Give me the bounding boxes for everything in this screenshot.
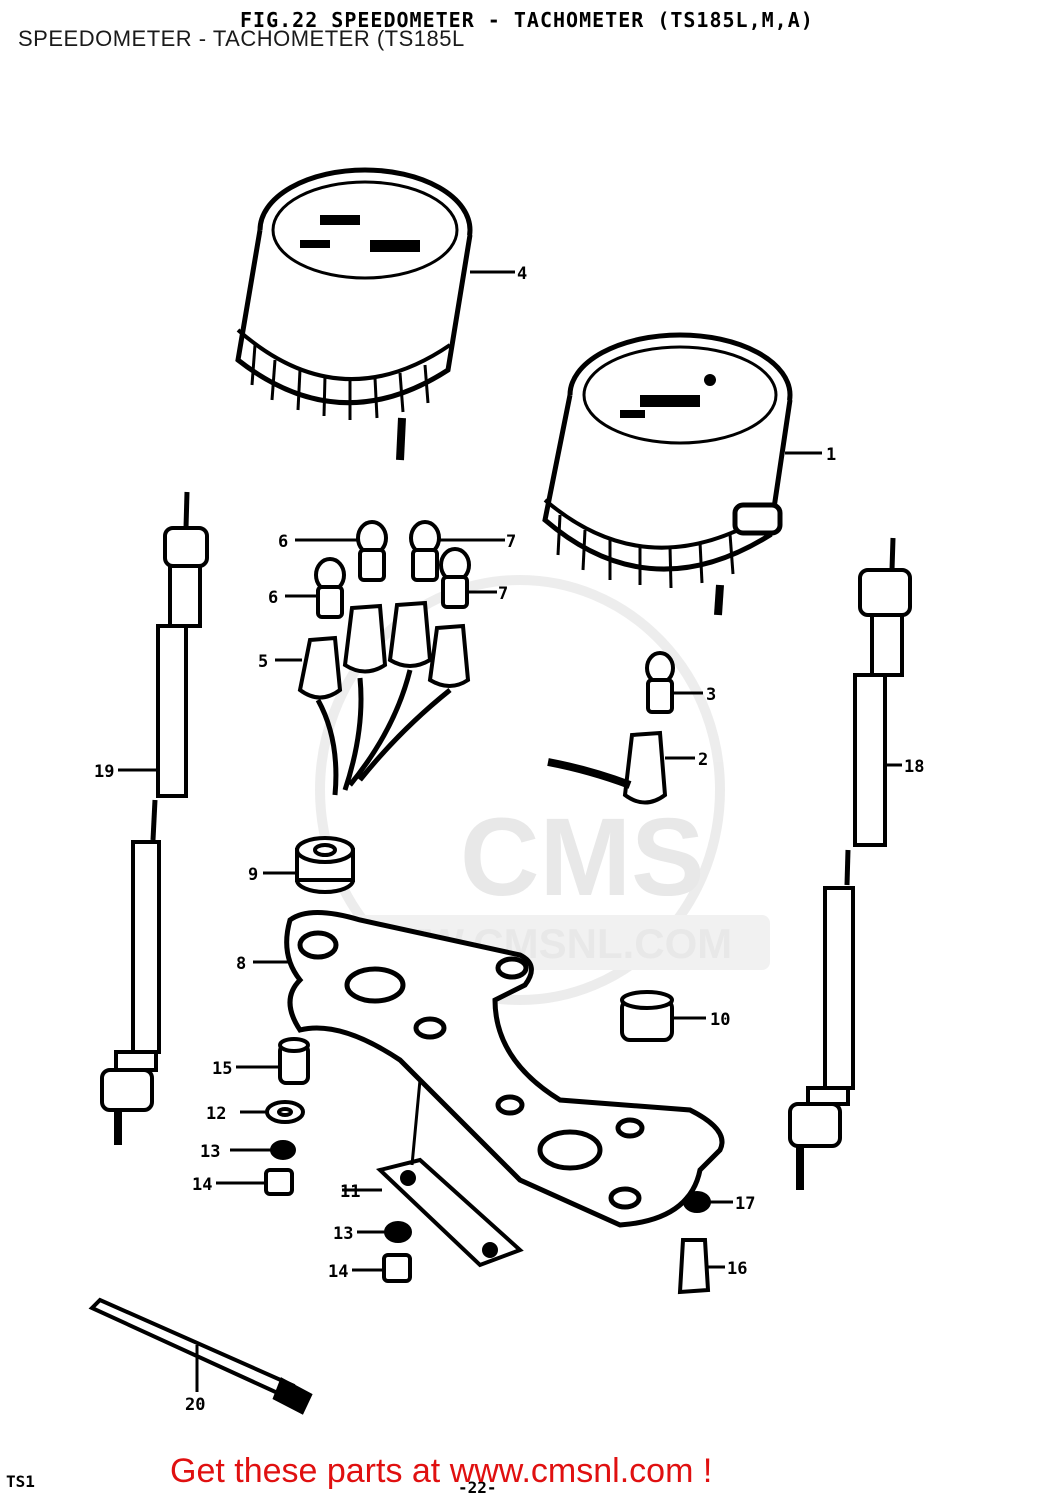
footer-code: TS1	[6, 1472, 35, 1491]
sockets-part-5	[297, 600, 471, 796]
callout-20: 20	[185, 1395, 205, 1415]
page-title: SPEEDOMETER - TACHOMETER (TS185L	[18, 26, 465, 51]
callout-14-left: 14	[192, 1175, 212, 1195]
bracket-part-8	[284, 910, 725, 1228]
callout-8: 8	[236, 954, 246, 974]
callout-3: 3	[706, 685, 716, 705]
callout-17: 17	[735, 1194, 755, 1214]
callout-13-lower: 13	[333, 1224, 353, 1244]
bulb-socket-parts-2-3	[547, 651, 675, 805]
callout-6-upper: 6	[278, 532, 288, 552]
grommet-part-9	[295, 836, 355, 894]
cable-part-19	[100, 491, 209, 1145]
callout-9: 9	[248, 865, 258, 885]
page-number: -22-	[458, 1478, 497, 1497]
watermark-brand: CMS	[460, 796, 704, 919]
callout-14-lower: 14	[328, 1262, 348, 1282]
bulbs-parts-6-7	[314, 520, 471, 619]
callout-7-lower: 7	[498, 584, 508, 604]
leader-lines	[118, 270, 902, 1392]
callout-19: 19	[94, 762, 114, 782]
callout-4: 4	[517, 264, 527, 284]
figure-title: FIG.22 SPEEDOMETER - TACHOMETER (TS185L,…	[240, 8, 814, 32]
callout-1: 1	[826, 445, 836, 465]
callout-15: 15	[212, 1059, 232, 1079]
strap-part-20	[88, 1297, 313, 1415]
callout-13-left: 13	[200, 1142, 220, 1162]
callout-16: 16	[727, 1259, 747, 1279]
callout-12: 12	[206, 1104, 226, 1124]
callout-11: 11	[340, 1182, 360, 1202]
cap-part-10	[620, 990, 674, 1042]
callout-labels: 4 1 3 2 6 7 6 7 5 9 8 10 15 12 13 14 11 …	[94, 264, 924, 1415]
cable-part-18	[788, 537, 912, 1190]
footer-cta-link[interactable]: Get these parts at www.cmsnl.com !	[170, 1452, 713, 1490]
callout-7-upper: 7	[506, 532, 516, 552]
callout-6-lower: 6	[268, 588, 278, 608]
strip-bracket-part-11	[375, 1079, 524, 1268]
speedometer-part-4	[235, 167, 473, 461]
hardware-parts-12-15	[264, 1037, 711, 1295]
callout-5: 5	[258, 652, 268, 672]
callout-10: 10	[710, 1010, 730, 1030]
callout-18: 18	[904, 757, 924, 777]
tachometer-part-1	[542, 332, 793, 616]
callout-2: 2	[698, 750, 708, 770]
